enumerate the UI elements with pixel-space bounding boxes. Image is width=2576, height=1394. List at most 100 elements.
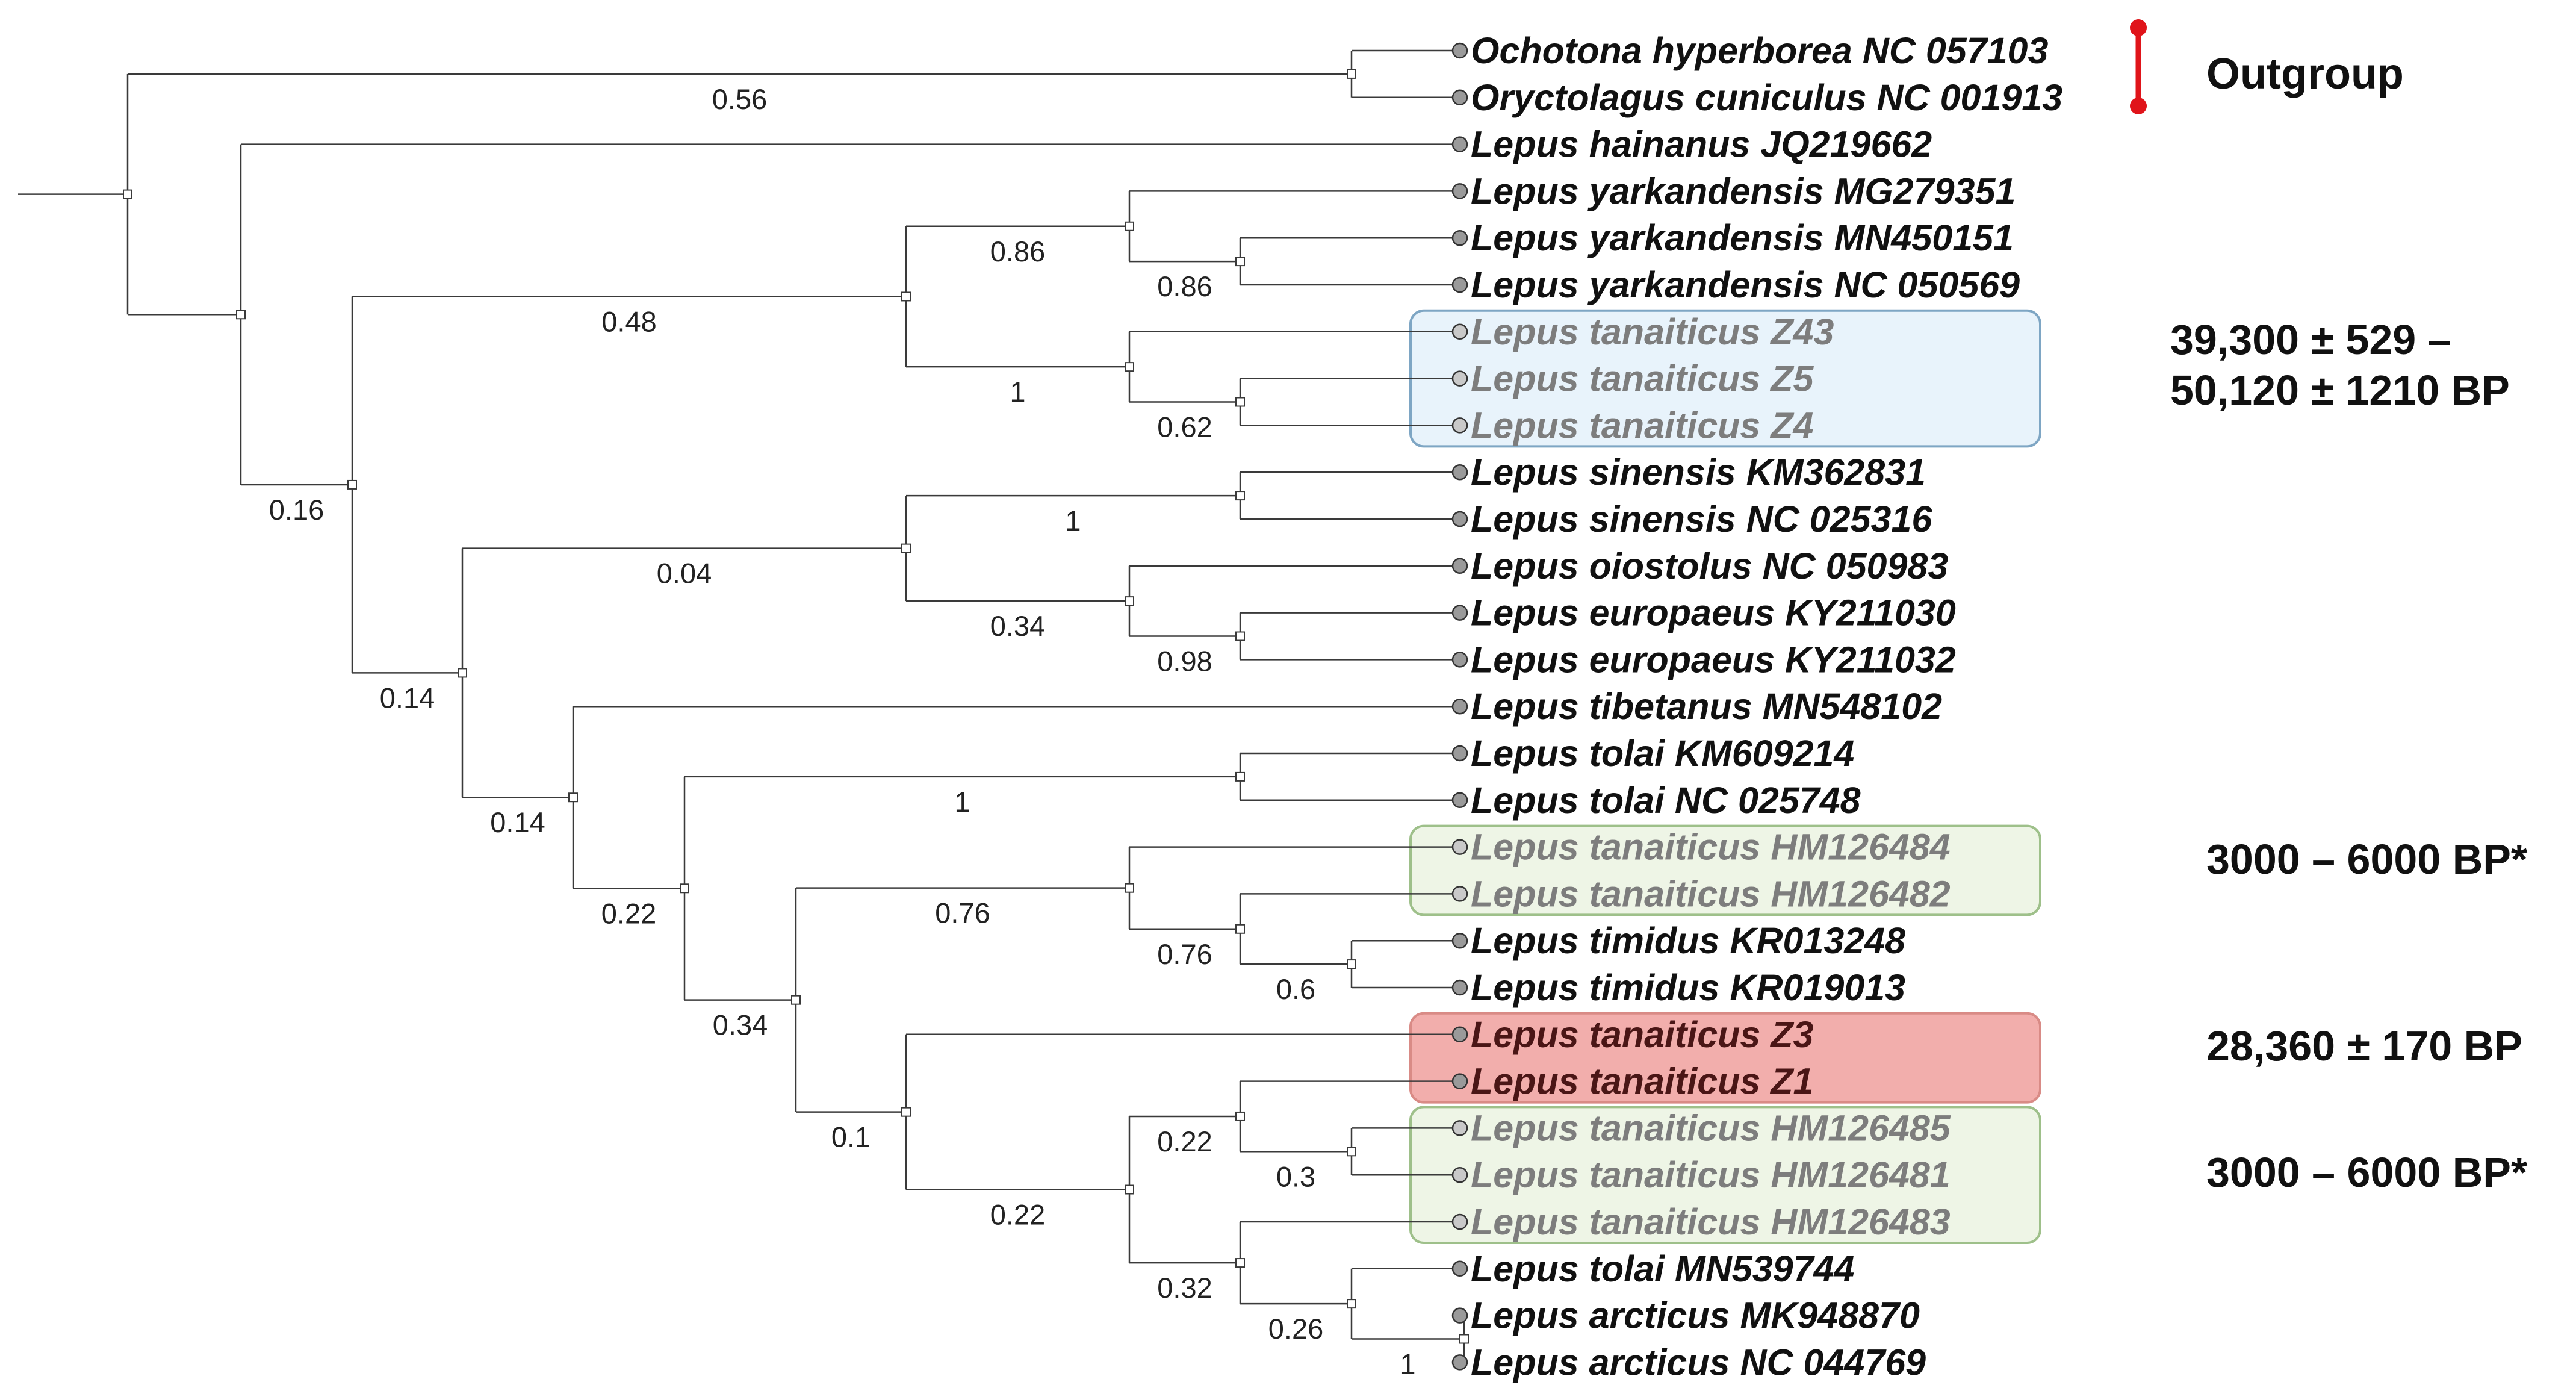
internal-node — [1235, 924, 1245, 934]
internal-node — [1235, 1258, 1245, 1268]
tip-label: Lepus sinensis KM362831 — [1471, 452, 1926, 493]
internal-node — [1235, 397, 1245, 407]
tip-node — [1451, 276, 1468, 293]
internal-node — [901, 291, 911, 302]
tip-node — [1451, 464, 1468, 481]
date-z-samples-line1: 39,300 ± 529 – — [2170, 316, 2451, 363]
tip-node — [1451, 979, 1468, 996]
outgroup-bar — [2130, 19, 2147, 114]
tip-label: Lepus tanaiticus Z43 — [1471, 311, 1834, 352]
internal-node — [1125, 883, 1134, 893]
internal-node — [1235, 1111, 1245, 1121]
tip-node — [1451, 1073, 1468, 1089]
tip-label: Lepus europaeus KY211030 — [1471, 593, 1956, 633]
tip-node — [1451, 886, 1468, 902]
date-z-samples-line2: 50,120 ± 1210 BP — [2170, 367, 2510, 414]
tip-label: Lepus tibetanus MN548102 — [1471, 686, 1942, 727]
support-value: 0.14 — [490, 806, 545, 838]
tip-node — [1451, 1260, 1468, 1277]
tip-node — [1451, 417, 1468, 434]
tip-node — [1451, 839, 1468, 855]
tip-label: Lepus yarkandensis MN450151 — [1471, 217, 2014, 258]
tip-label: Lepus timidus KR019013 — [1471, 967, 1905, 1008]
tip-node — [1451, 1166, 1468, 1183]
internal-node — [458, 668, 467, 678]
support-value: 1 — [954, 786, 970, 818]
internal-node — [680, 883, 689, 894]
support-value: 0.22 — [1157, 1125, 1212, 1157]
tip-label: Oryctolagus cuniculus NC 001913 — [1471, 77, 2062, 118]
support-value: 0.98 — [1157, 646, 1212, 677]
tip-label: Lepus hainanus JQ219662 — [1471, 124, 1932, 165]
internal-node — [1347, 1147, 1356, 1157]
support-value: 1 — [1010, 376, 1025, 408]
hm-samples-box-1 — [1409, 824, 2041, 916]
support-value: 0.34 — [713, 1009, 768, 1041]
tip-label: Lepus sinensis NC 025316 — [1471, 499, 1932, 540]
internal-node — [1235, 257, 1245, 267]
internal-nodes — [123, 69, 1469, 1344]
internal-node — [1125, 221, 1134, 231]
tip-label: Lepus oiostolus NC 050983 — [1471, 546, 1948, 587]
tip-label: Lepus timidus KR013248 — [1471, 920, 1905, 961]
internal-node — [568, 792, 578, 803]
tip-label: Lepus arcticus NC 044769 — [1471, 1342, 1926, 1383]
tip-label: Lepus tanaiticus Z3 — [1471, 1014, 1814, 1055]
tip-label: Lepus tanaiticus Z1 — [1471, 1061, 1813, 1102]
tip-node — [1451, 745, 1468, 762]
support-values: 0.56 0.86 0.86 0.62 1 0.48 1 0.98 0.34 0.04 1 0.6 0.… — [269, 83, 1416, 1380]
support-value: 0.04 — [657, 558, 712, 590]
internal-node — [1347, 1299, 1356, 1309]
support-value: 0.86 — [1157, 270, 1212, 302]
support-value: 0.62 — [1157, 411, 1212, 443]
tip-node — [1451, 698, 1468, 715]
tip-label: Lepus tolai KM609214 — [1471, 733, 1854, 774]
support-value: 0.56 — [712, 83, 767, 115]
internal-node — [123, 189, 132, 199]
branches — [18, 49, 1465, 1363]
internal-node — [901, 543, 911, 553]
support-value: 0.76 — [935, 897, 990, 929]
internal-node — [791, 995, 801, 1005]
support-value: 0.34 — [990, 610, 1045, 642]
support-value: 0.6 — [1276, 973, 1315, 1005]
support-value: 1 — [1065, 505, 1081, 537]
tip-label: Lepus arcticus MK948870 — [1471, 1295, 1920, 1336]
tip-node — [1451, 370, 1468, 387]
internal-node — [347, 479, 357, 490]
z3-z1-box — [1409, 1012, 2041, 1104]
tip-node — [1451, 1213, 1468, 1230]
tip-node — [1451, 1307, 1468, 1324]
tip-label: Lepus tanaiticus HM126482 — [1471, 873, 1951, 914]
date-z3-z1: 28,360 ± 170 BP — [2206, 1022, 2522, 1069]
internal-node — [1125, 362, 1134, 372]
support-value: 0.22 — [601, 897, 656, 929]
tip-label: Lepus yarkandensis MG279351 — [1471, 170, 2016, 211]
support-value: 0.86 — [990, 235, 1045, 267]
internal-node — [1125, 596, 1134, 606]
tip-label: Lepus yarkandensis NC 050569 — [1471, 264, 2020, 305]
tip-node — [1451, 792, 1468, 809]
tip-label: Lepus tolai NC 025748 — [1471, 780, 1861, 821]
tip-node — [1451, 1120, 1468, 1136]
internal-node — [236, 310, 246, 320]
tip-label: Ochotona hyperborea NC 057103 — [1471, 30, 2048, 71]
tip-node — [1451, 932, 1468, 949]
outgroup-label: Outgroup — [2206, 50, 2404, 98]
internal-node — [1235, 771, 1245, 782]
support-value: 0.48 — [601, 305, 656, 337]
internal-node — [1235, 631, 1245, 641]
support-value: 0.26 — [1268, 1313, 1323, 1345]
tip-labels: Ochotona hyperborea NC 057103Oryctolagus… — [1451, 30, 2062, 1383]
tip-node — [1451, 558, 1468, 574]
tip-node — [1451, 136, 1468, 152]
tip-node — [1451, 42, 1468, 59]
tip-node — [1451, 652, 1468, 668]
tip-label: Lepus tolai MN539744 — [1471, 1248, 1854, 1289]
support-value: 0.76 — [1157, 938, 1212, 970]
support-value: 0.3 — [1276, 1160, 1315, 1192]
internal-node — [901, 1107, 911, 1117]
tip-node — [1451, 1026, 1468, 1043]
